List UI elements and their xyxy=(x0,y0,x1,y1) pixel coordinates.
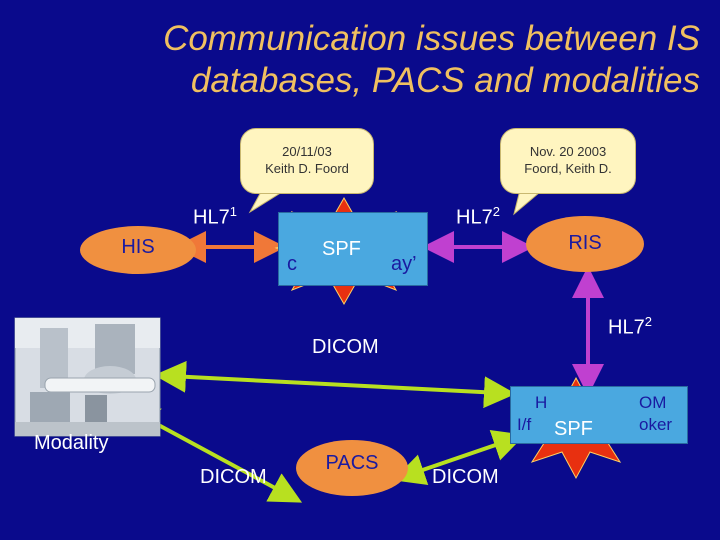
spf-label-top: SPF xyxy=(322,238,361,260)
callout-left-name: Keith D. Foord xyxy=(265,161,349,176)
title-line-2: databases, PACS and modalities xyxy=(190,61,700,100)
label-dicom-top: DICOM xyxy=(312,336,379,358)
label-hl7-2-right: HL72 xyxy=(608,314,652,339)
spf-label-bottom: SPF xyxy=(554,418,593,440)
arrow-modality-pacs xyxy=(125,407,303,503)
node-ris-label: RIS xyxy=(568,232,602,254)
label-modality: Modality xyxy=(34,432,109,454)
node-pacs-label: PACS xyxy=(325,452,379,474)
broker-text-2-left: I/f xyxy=(517,415,532,434)
callout-right: Nov. 20 2003 Foord, Keith D. xyxy=(500,128,636,194)
gateway-text-right: ay’ xyxy=(391,253,417,275)
gateway-text-left: c xyxy=(287,253,297,275)
label-hl7-1: HL71 xyxy=(193,204,237,229)
broker-text-2-right: oker xyxy=(639,415,673,434)
node-his-label: HIS xyxy=(121,236,155,258)
node-his: HIS xyxy=(80,226,196,274)
broker-text-1-left: H xyxy=(535,393,548,412)
label-dicom-right: DICOM xyxy=(432,466,499,488)
gateway-box: c ay’ xyxy=(278,212,428,286)
broker-text-1-right: OM xyxy=(639,393,667,412)
callout-right-date: Nov. 20 2003 xyxy=(529,144,607,159)
callout-left: 20/11/03 Keith D. Foord xyxy=(240,128,374,194)
node-pacs: PACS xyxy=(296,440,408,496)
arrow-pacs-broker xyxy=(392,430,526,485)
broker-box: H OM I/f oker xyxy=(510,386,688,444)
label-hl7-2-top: HL72 xyxy=(456,204,500,229)
title-line-1: Communication issues between IS xyxy=(163,19,700,58)
label-dicom-left: DICOM xyxy=(200,466,267,488)
node-ris: RIS xyxy=(526,216,644,272)
modality-image xyxy=(14,317,161,437)
callout-right-name: Foord, Keith D. xyxy=(524,161,612,176)
arrow-modality-broker xyxy=(154,360,516,409)
callout-left-date: 20/11/03 xyxy=(282,144,332,159)
slide-title: Communication issues between IS database… xyxy=(70,18,700,102)
